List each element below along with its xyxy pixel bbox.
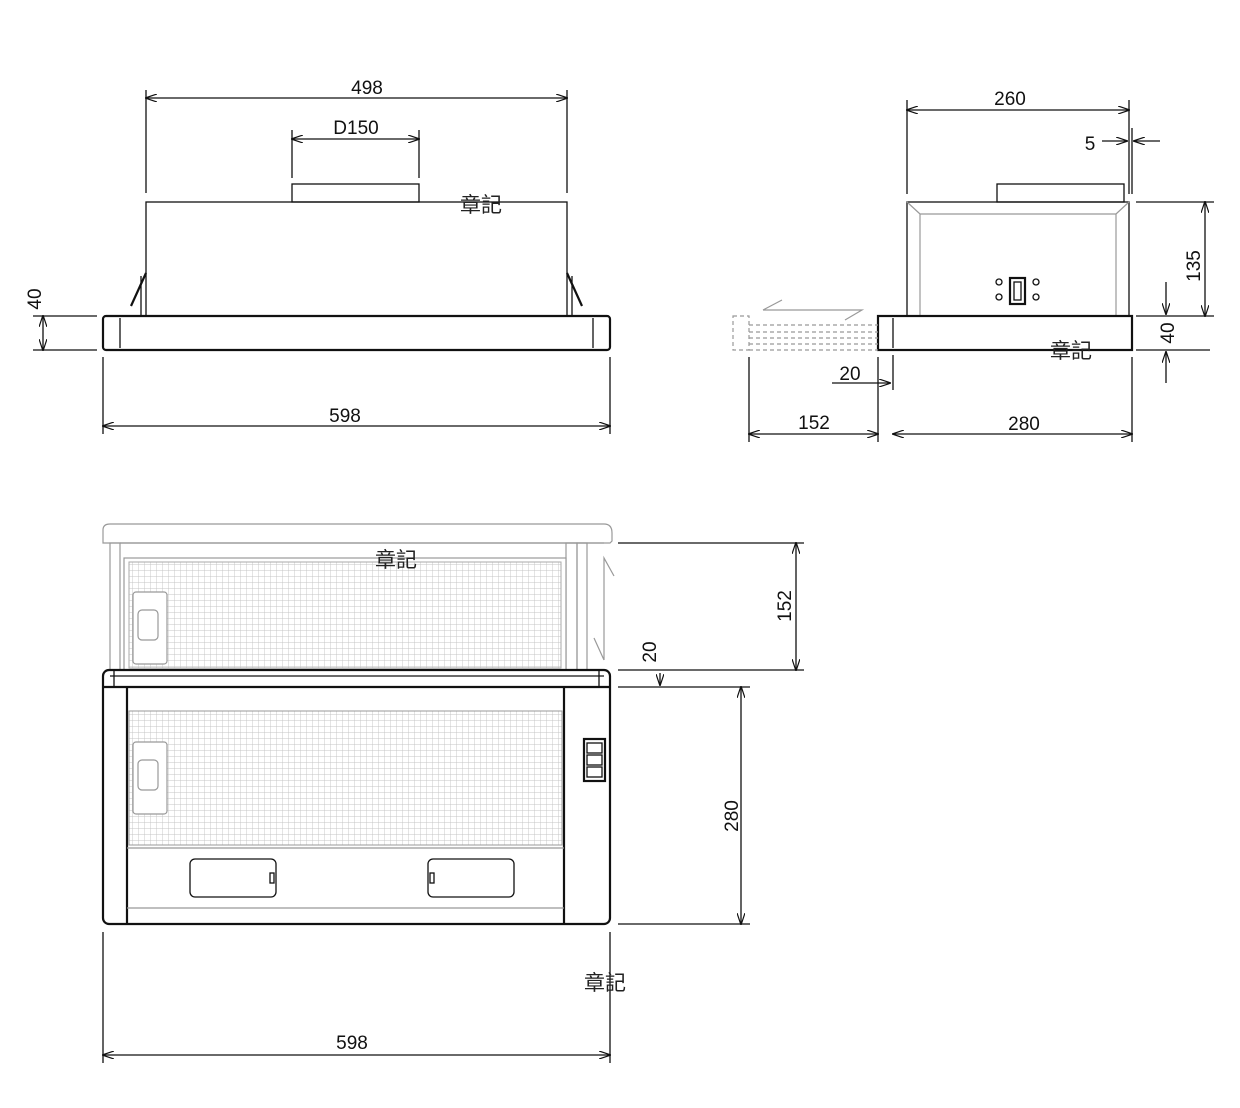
dim-front-width-total: 598 (329, 406, 361, 427)
dim-front-width-body: 498 (351, 78, 383, 99)
watermark-4: 章記 (584, 971, 626, 995)
watermark-2: 章記 (1050, 339, 1092, 363)
watermark-1: 章記 (460, 193, 502, 217)
dim-side-offset-back: 5 (1085, 134, 1096, 155)
dim-top-extension: 152 (775, 590, 796, 622)
dim-side-height-body: 135 (1184, 250, 1205, 282)
dim-side-depth-total: 280 (1008, 414, 1040, 435)
watermark-3: 章記 (375, 548, 417, 572)
dim-front-duct: D150 (333, 118, 378, 139)
dim-side-depth-body: 260 (994, 89, 1026, 110)
top-view: 152 20 280 598 章記 章記 (101, 523, 804, 1063)
front-view: 498 D150 40 598 章記 (25, 78, 612, 434)
dim-top-offset: 20 (640, 641, 661, 662)
dim-side-height-base: 40 (1158, 322, 1179, 343)
dim-side-extension: 152 (798, 413, 830, 434)
dim-side-offset-front: 20 (839, 364, 860, 385)
dim-top-depth: 280 (722, 800, 743, 832)
side-view: 260 5 135 40 20 152 280 章記 (732, 89, 1214, 442)
dim-top-width-total: 598 (336, 1033, 368, 1054)
dim-front-height-base: 40 (25, 288, 46, 309)
